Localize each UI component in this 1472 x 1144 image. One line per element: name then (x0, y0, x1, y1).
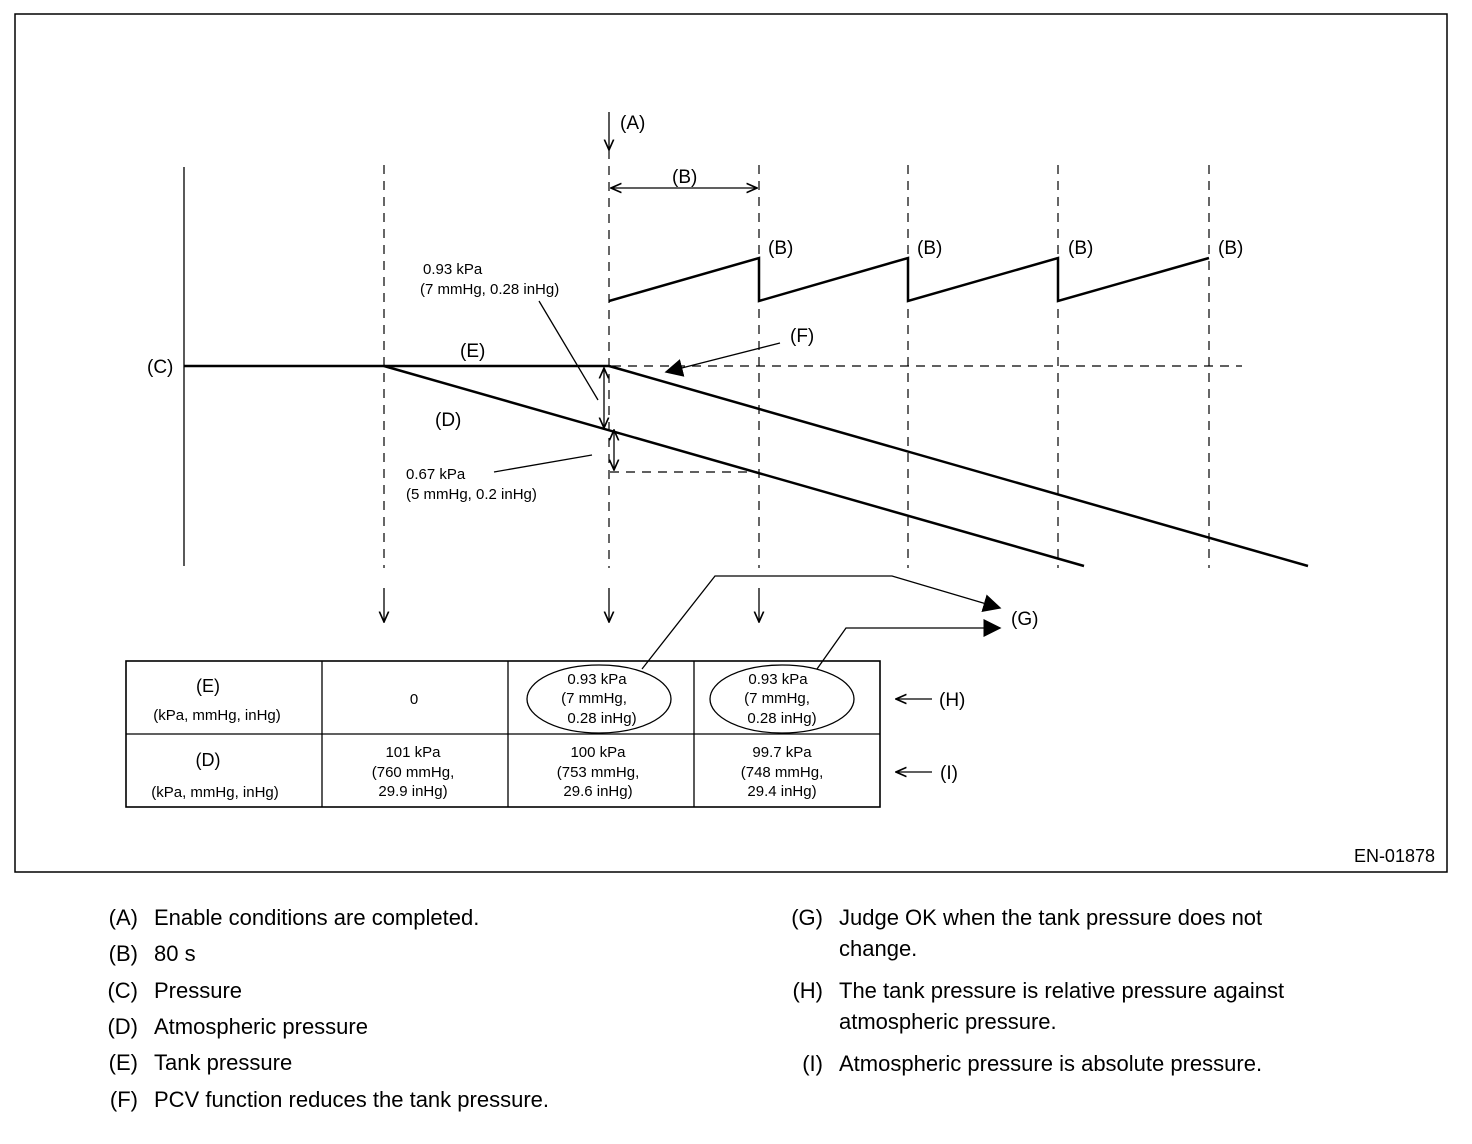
upper-annotation-line1: 0.93 kPa (423, 261, 483, 278)
legend-key: (G) (791, 905, 823, 930)
pressure-table (125, 660, 881, 808)
table-row-e-units: (kPa, mmHg, inHg) (153, 707, 281, 724)
table-cell: (753 mmHg, (557, 764, 640, 781)
time-gridlines (383, 150, 1210, 568)
legend-text: Atmospheric pressure is absolute pressur… (839, 1051, 1263, 1076)
label-b-span: (B) (672, 167, 697, 188)
label-d: (D) (435, 410, 461, 431)
legend-text: Atmospheric pressure (154, 1014, 368, 1039)
legend-key: (I) (802, 1051, 823, 1076)
table-cell: 0.28 inHg) (567, 710, 636, 727)
upper-annotation-line2: (7 mmHg, 0.28 inHg) (420, 281, 559, 298)
label-b-4: (B) (1218, 238, 1243, 259)
legend-key: (A) (108, 905, 138, 930)
table-cell: (760 mmHg, (372, 764, 455, 781)
table-cell: 0 (410, 691, 418, 708)
table-cell: 99.7 kPa (752, 744, 812, 761)
table-cell: 100 kPa (570, 744, 626, 761)
legend-text: atmospheric pressure. (839, 1009, 1057, 1034)
legend-text: change. (839, 936, 918, 961)
atmospheric-pressure-line (383, 364, 1085, 568)
legend-key: (F) (109, 1087, 138, 1112)
highlight-oval-2 (709, 664, 855, 734)
table-cell: (7 mmHg, (561, 690, 627, 707)
figure-id: EN-01878 (1354, 846, 1435, 866)
pcv-arrow (664, 342, 781, 377)
table-cell: 0.93 kPa (748, 671, 808, 688)
tank-pressure-decline (608, 364, 1309, 568)
tank-pressure-sawtooth (608, 256, 1210, 303)
label-b-1: (B) (768, 238, 793, 259)
label-e: (E) (460, 341, 485, 362)
legend-key: (C) (107, 978, 138, 1003)
legend-text: Judge OK when the tank pressure does not (839, 905, 1263, 930)
legend-text: 80 s (154, 941, 196, 966)
diagram-frame (14, 13, 1448, 873)
table-cell: 29.6 inHg) (563, 783, 632, 800)
label-b-3: (B) (1068, 238, 1093, 259)
table-cell: 29.9 inHg) (378, 783, 447, 800)
lower-annotation-line2: (5 mmHg, 0.2 inHg) (406, 486, 537, 503)
upper-annotation-leader (538, 300, 599, 401)
legend-text: Enable conditions are completed. (154, 905, 480, 930)
judge-leader-1 (641, 575, 1002, 670)
legend-key: (D) (107, 1014, 138, 1039)
table-row-d-header: (D) (196, 750, 221, 770)
table-cell: 0.28 inHg) (747, 710, 816, 727)
legend-key: (E) (108, 1050, 138, 1075)
legend-text: Pressure (154, 978, 243, 1003)
legend-text: PCV function reduces the tank pressure. (154, 1087, 549, 1112)
legend-key: (H) (792, 978, 823, 1003)
legend-text: The tank pressure is relative pressure a… (839, 978, 1285, 1003)
table-cell: (7 mmHg, (744, 690, 810, 707)
label-b-2: (B) (917, 238, 942, 259)
highlight-oval-1 (526, 664, 672, 734)
table-cell: 101 kPa (385, 744, 441, 761)
judge-leader-2 (816, 618, 1002, 670)
legend-key: (B) (108, 941, 138, 966)
label-h: (H) (939, 690, 965, 711)
label-i: (I) (940, 763, 958, 784)
label-c: (C) (147, 357, 173, 378)
table-cell: (748 mmHg, (741, 764, 824, 781)
table-cell: 29.4 inHg) (747, 783, 816, 800)
label-a: (A) (620, 113, 645, 134)
lower-annotation-line1: 0.67 kPa (406, 466, 466, 483)
label-f: (F) (790, 326, 814, 347)
table-cell: 0.93 kPa (567, 671, 627, 688)
lower-annotation-leader (493, 454, 593, 473)
table-row-d-units: (kPa, mmHg, inHg) (151, 784, 279, 801)
label-g: (G) (1011, 609, 1038, 630)
table-row-e-header: (E) (196, 676, 220, 696)
legend-text: Tank pressure (154, 1050, 293, 1075)
